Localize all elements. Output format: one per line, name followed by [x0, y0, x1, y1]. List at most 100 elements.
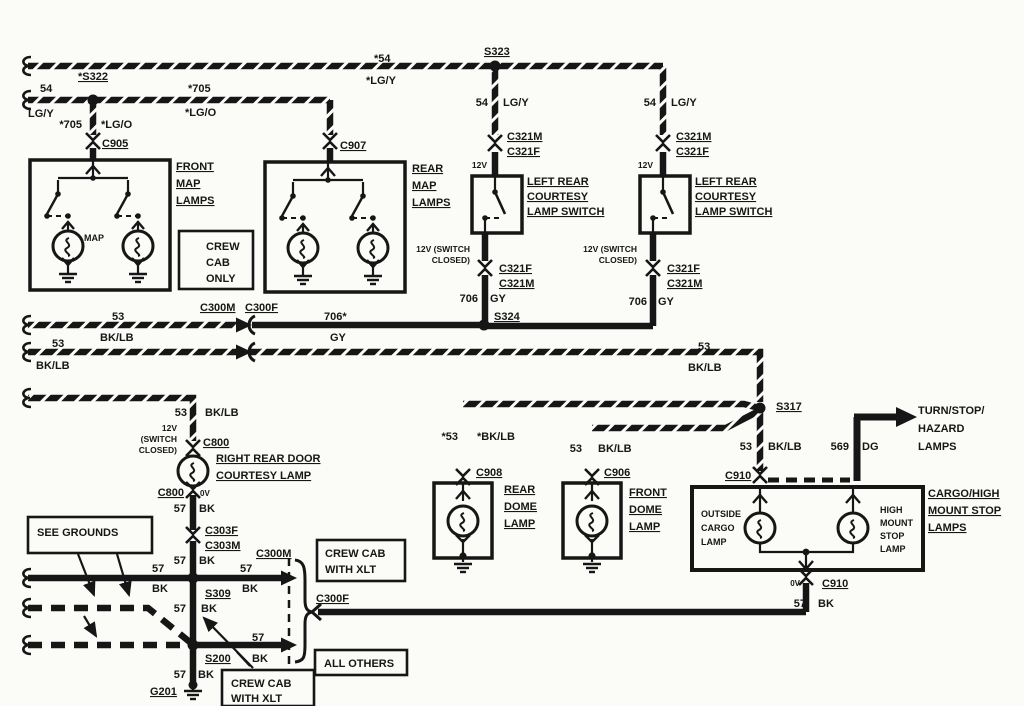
label-g3-bk: BK [252, 653, 268, 665]
label-g1-57: 57 [152, 563, 164, 575]
front-dome-lamp-box [563, 483, 621, 572]
label-c303f: C303F [205, 525, 238, 537]
wire-53-b-right [250, 348, 764, 402]
label-w57c-57: 57 [174, 603, 186, 615]
label-crew-only-1: CREW [206, 241, 240, 253]
label-s309: S309 [205, 588, 231, 600]
label-sw1-lgy: LG/Y [503, 97, 529, 109]
label-wa-bklb: BK/LB [100, 332, 134, 344]
label-sw1-closed-1: 12V (SWITCH [416, 244, 470, 254]
label-wc-53: 53 [175, 407, 187, 419]
label-sw2-706: 706 [629, 296, 647, 308]
splice-s317 [754, 402, 766, 414]
label-sw1-c321f-t: C321F [507, 146, 540, 158]
label-w2-54: 54 [40, 83, 53, 95]
label-c905: C905 [102, 138, 128, 150]
front-map-lamps-box [30, 160, 170, 290]
label-crew-only-3: ONLY [206, 273, 236, 285]
label-wc-bklb: BK/LB [205, 407, 239, 419]
label-rrd-12v: 12V [162, 423, 177, 433]
wire-569-dg [853, 407, 917, 481]
label-sw1-name-2: COURTESY [527, 191, 589, 203]
c300-bracket [287, 558, 322, 664]
label-w57b-57: 57 [174, 555, 186, 567]
label-c906: C906 [604, 467, 630, 479]
label-c300f: C300F [245, 302, 278, 314]
label-sw2-12v: 12V [638, 160, 653, 170]
label-c905-705: *705 [59, 119, 82, 131]
label-sw1-c321m-b: C321M [499, 278, 534, 290]
see-grounds-box [26, 515, 154, 555]
label-chm-2: MOUNT STOP [928, 505, 1001, 517]
label-rd-bklb: *BK/LB [477, 431, 515, 443]
label-w57c-bk: BK [201, 603, 217, 615]
label-sw2-name-1: LEFT REAR [695, 176, 757, 188]
label-oc-3: LAMP [701, 537, 727, 547]
wire-57-cargo-return [318, 583, 810, 616]
label-rd-name-3: LAMP [504, 518, 535, 530]
label-all-others: ALL OTHERS [324, 658, 394, 670]
label-s324: S324 [494, 311, 521, 323]
label-sw2-c321f-t: C321F [676, 146, 709, 158]
label-rd-name-2: DOME [504, 501, 537, 513]
connector-c321-sw1-bottom [476, 258, 494, 278]
label-sw1-gy: GY [490, 293, 507, 305]
label-g1r-bk: BK [242, 583, 258, 595]
connector-c321-sw2-bottom [644, 258, 662, 278]
label-front-map-2: MAP [176, 178, 200, 190]
label-w2-lgy: LG/Y [28, 108, 54, 120]
label-wa-53: 53 [112, 311, 124, 323]
label-rrd-name-1: RIGHT REAR DOOR [216, 453, 321, 465]
label-oc-1: OUTSIDE [701, 509, 741, 519]
label-c303m: C303M [205, 540, 240, 552]
label-c908: C908 [476, 467, 502, 479]
label-fd-name-1: FRONT [629, 487, 667, 499]
label-xlt2-2: WITH XLT [231, 693, 282, 705]
label-see-grounds: SEE GROUNDS [37, 527, 118, 539]
wire-rear-dome-feed [463, 400, 760, 412]
label-sw2-c321m-b: C321M [667, 278, 702, 290]
connector-c800-top [184, 438, 202, 458]
label-s322: *S322 [78, 71, 108, 83]
label-sw2-closed-1: 12V (SWITCH [583, 244, 637, 254]
label-sw2-closed-2: CLOSED) [599, 255, 637, 265]
label-sw1-54: 54 [476, 97, 489, 109]
crew-cab-only-box [177, 229, 255, 291]
connector-c905 [84, 131, 102, 151]
label-chm-1: CARGO/HIGH [928, 488, 1000, 500]
label-rd-name-1: REAR [504, 484, 535, 496]
label-rrd-0v: 0V [200, 489, 210, 498]
label-rrd-cl: CLOSED) [139, 445, 177, 455]
all-others-box [313, 648, 409, 677]
label-hm-1: HIGH [880, 505, 903, 515]
label-wb2-bklb: BK/LB [688, 362, 722, 374]
label-sw1-706: 706 [460, 293, 478, 305]
leader-arrows [76, 553, 254, 669]
label-w1-num: *54 [374, 53, 391, 65]
label-tsh-2: HAZARD [918, 423, 964, 435]
label-cb-57: 57 [794, 598, 806, 610]
rear-map-lamps-box [265, 162, 405, 292]
label-sw2-54: 54 [644, 97, 657, 109]
label-fd-bklb: BK/LB [598, 443, 632, 455]
splice-s200 [187, 639, 199, 651]
label-c300f-b: C300F [316, 593, 349, 605]
label-c905-lgo: *LG/O [101, 119, 133, 131]
label-front-map-1: FRONT [176, 161, 214, 173]
label-s317: S317 [776, 401, 802, 413]
label-s317-53: 53 [740, 441, 752, 453]
label-fd-53: 53 [570, 443, 582, 455]
label-w57d-bk: BK [198, 669, 214, 681]
connector-c907 [321, 131, 339, 151]
dashed-ground-wires [28, 604, 194, 649]
label-hm-3: STOP [880, 531, 904, 541]
label-c910-t: C910 [725, 470, 751, 482]
label-xlt1-1: CREW CAB [325, 548, 386, 560]
label-fd-name-3: LAMP [629, 521, 660, 533]
label-w57a-57: 57 [174, 503, 186, 515]
label-xlt1-2: WITH XLT [325, 564, 376, 576]
label-fd-name-2: DOME [629, 504, 662, 516]
label-w1-col: *LG/Y [366, 75, 397, 87]
